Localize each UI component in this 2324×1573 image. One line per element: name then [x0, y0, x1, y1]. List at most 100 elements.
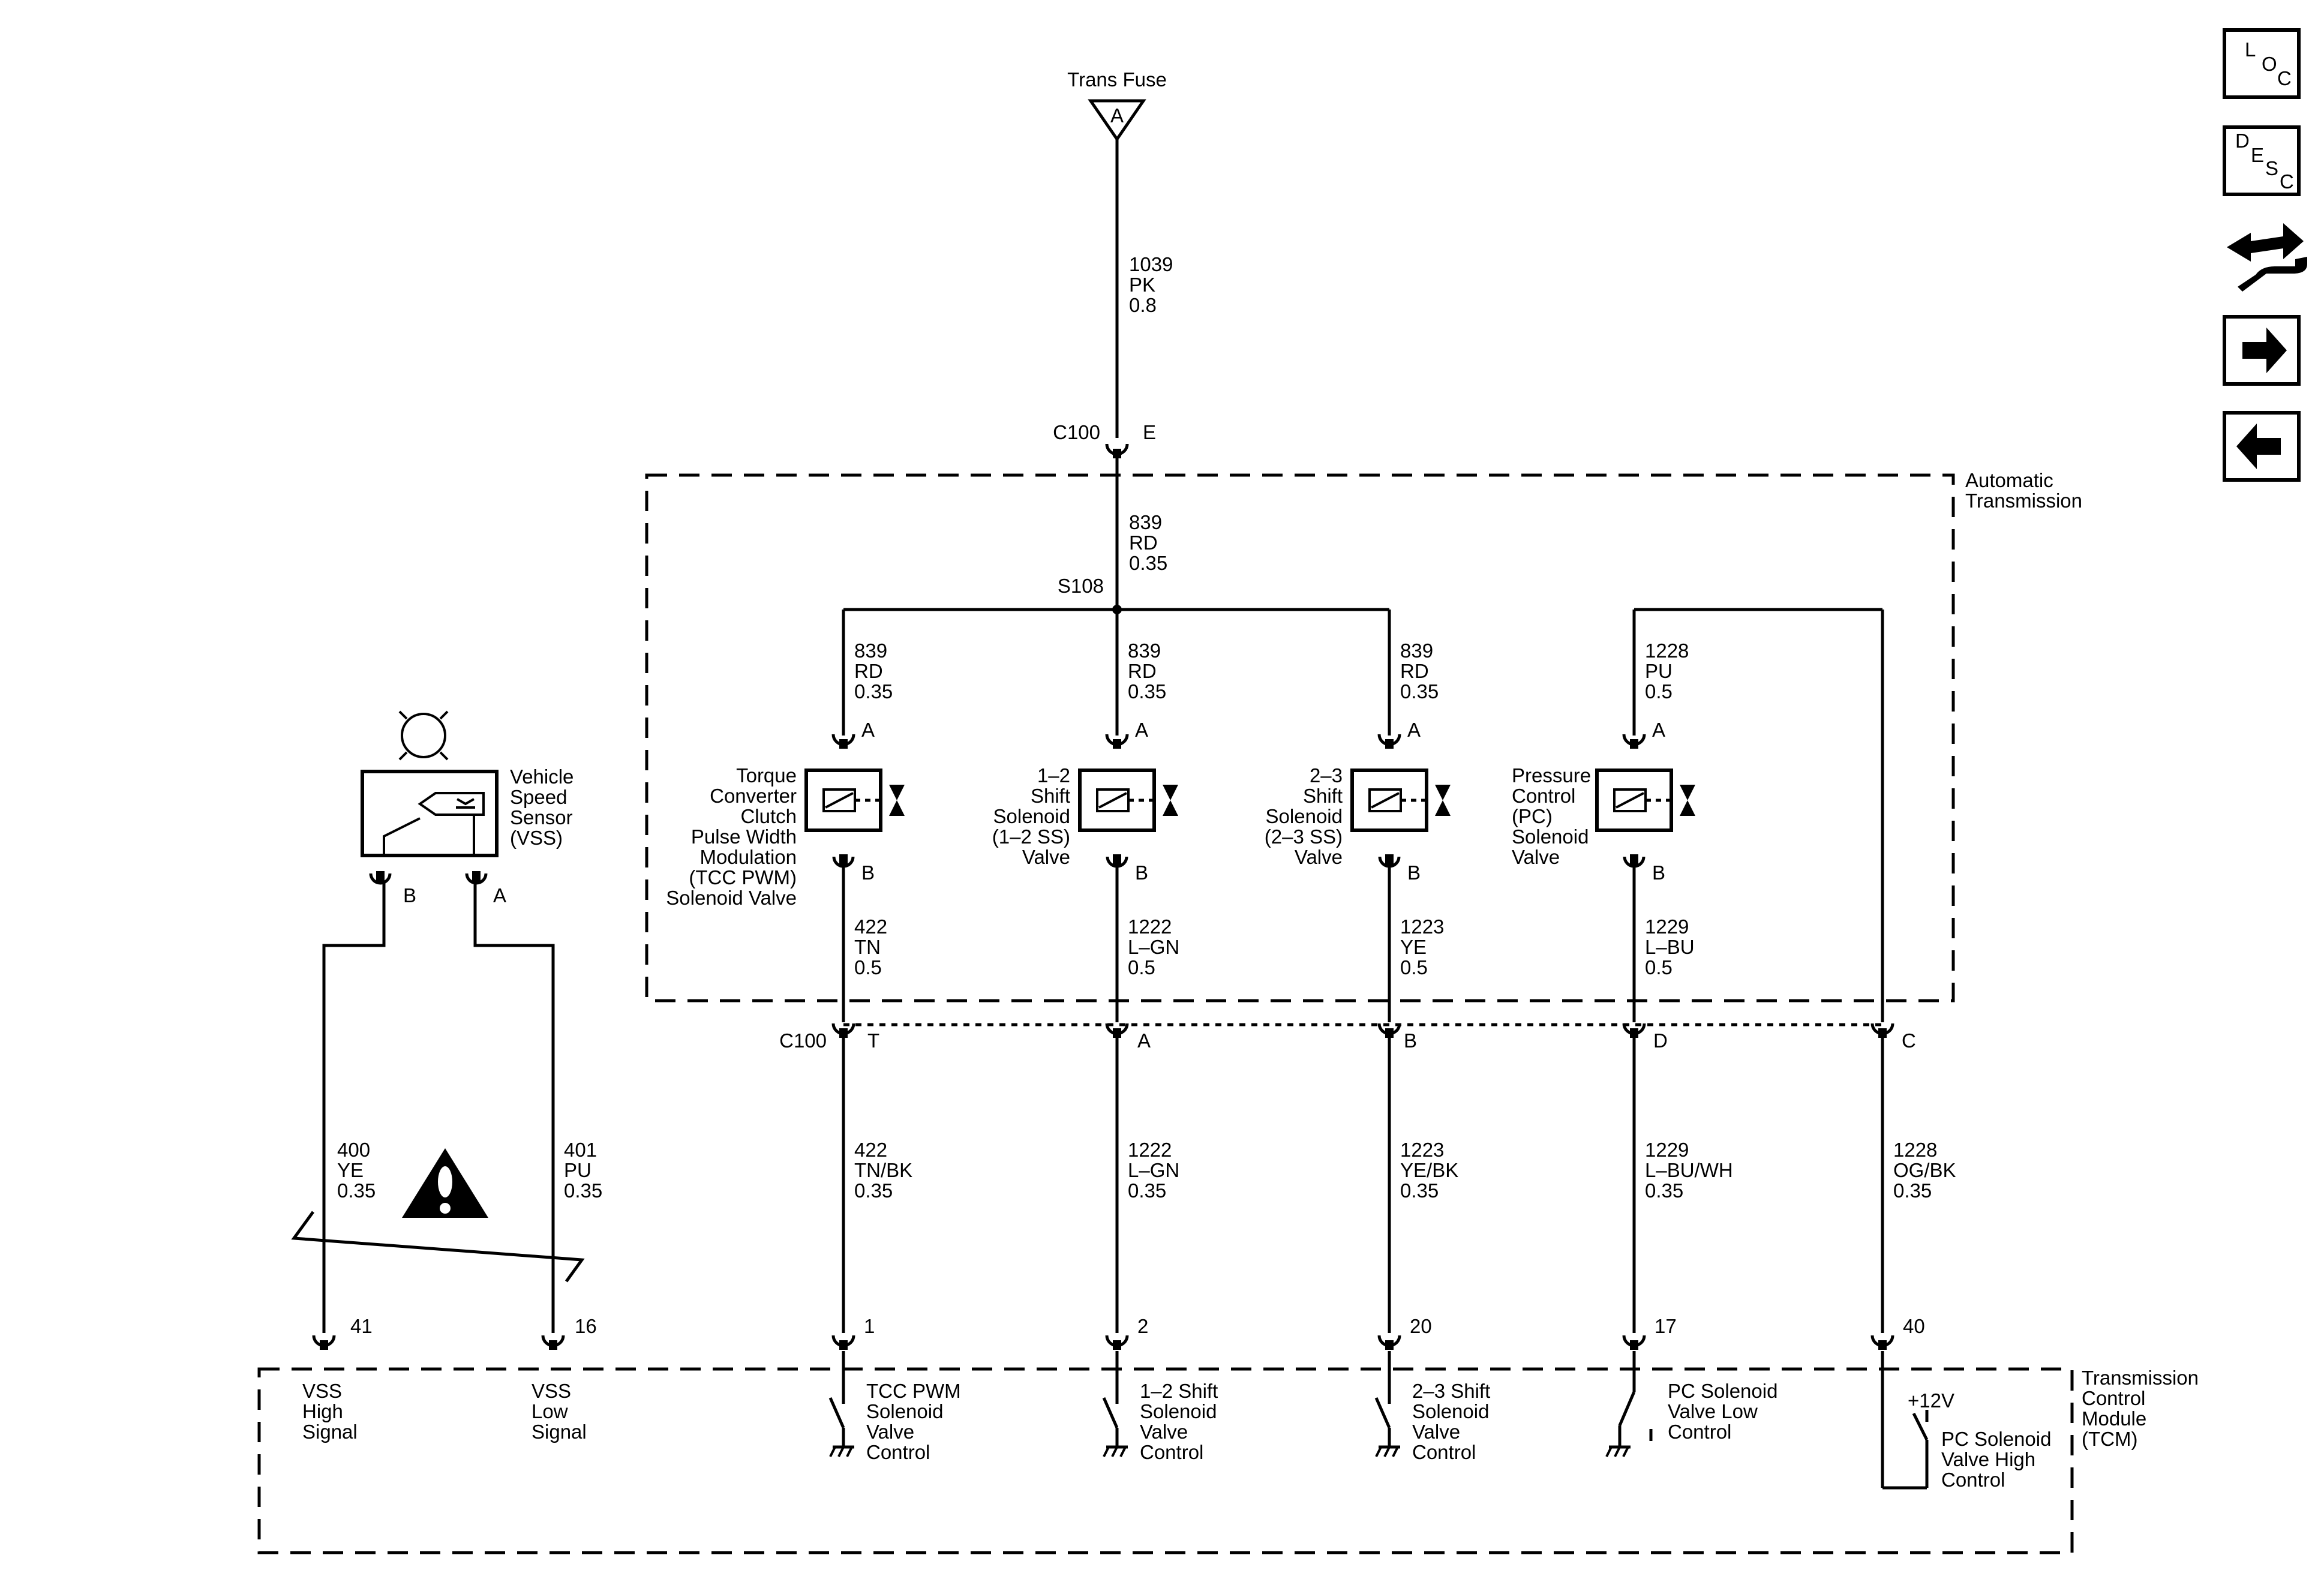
tcc-driver-switch	[828, 1351, 854, 1457]
svg-text:1229: 1229	[1645, 915, 1689, 938]
svg-text:Solenoid: Solenoid	[866, 1400, 943, 1422]
svg-text:Valve: Valve	[1512, 846, 1560, 868]
tcc-pin-a: A	[861, 719, 875, 741]
svg-text:TN/BK: TN/BK	[854, 1159, 912, 1181]
svg-text:Control: Control	[1668, 1421, 1731, 1443]
tcc-pwm-solenoid	[806, 770, 905, 830]
pc-high-driver-switch	[1881, 1351, 1929, 1490]
svg-text:1228: 1228	[1645, 640, 1689, 662]
wire-label-ss12-in: 839 RD 0.35	[1128, 640, 1166, 703]
ss23-pin-b: B	[1407, 861, 1421, 884]
loc-icon[interactable]: L O C	[2223, 28, 2301, 99]
svg-text:(PC): (PC)	[1512, 805, 1553, 827]
ss23-driver-switch	[1374, 1351, 1400, 1457]
svg-text:YE: YE	[337, 1159, 364, 1181]
pc-pin-a: A	[1652, 719, 1665, 741]
svg-text:0.35: 0.35	[337, 1179, 376, 1202]
tcm-pins: 41 16 1 2 20 17 40	[314, 1315, 1925, 1350]
svg-text:C: C	[1902, 1029, 1916, 1052]
svg-text:RD: RD	[854, 660, 883, 682]
svg-text:L–BU/WH: L–BU/WH	[1645, 1159, 1733, 1181]
svg-text:RD: RD	[1400, 660, 1429, 682]
svg-text:0.35: 0.35	[1400, 1179, 1439, 1202]
svg-text:Signal: Signal	[532, 1421, 587, 1443]
svg-text:E: E	[1143, 421, 1156, 443]
wire-label-ss12-ext: 1222 L–GN 0.35	[1128, 1139, 1179, 1202]
svg-text:C100: C100	[1053, 421, 1100, 443]
twisted-pair-line	[291, 1211, 585, 1283]
svg-text:TCC PWM: TCC PWM	[866, 1380, 961, 1402]
wire-label-tcc-ext: 422 TN/BK 0.35	[854, 1139, 912, 1202]
svg-text:401: 401	[564, 1139, 597, 1161]
ss12-pin-b: B	[1135, 861, 1148, 884]
pc-low-driver-switch	[1605, 1351, 1653, 1457]
wire-label-tcc-out: 422 TN 0.5	[854, 915, 887, 978]
svg-text:0.5: 0.5	[854, 956, 882, 978]
svg-text:0.5: 0.5	[1128, 956, 1155, 978]
svg-text:Valve: Valve	[1140, 1421, 1188, 1443]
svg-text:0.5: 0.5	[1645, 956, 1673, 978]
svg-text:Module: Module	[2082, 1407, 2146, 1430]
shift-solenoid-2-3-label: 2–3 Shift Solenoid (2–3 SS) Valve	[1265, 764, 1343, 868]
svg-text:PC Solenoid: PC Solenoid	[1941, 1428, 2051, 1450]
previous-arrow-icon[interactable]	[2223, 411, 2301, 482]
svg-text:PC Solenoid: PC Solenoid	[1668, 1380, 1777, 1402]
shift-solenoid-1-2-label: 1–2 Shift Solenoid (1–2 SS) Valve	[992, 764, 1070, 868]
svg-text:2–3 Shift: 2–3 Shift	[1412, 1380, 1490, 1402]
splice-s108: S108	[1058, 575, 1122, 614]
svg-text:L–GN: L–GN	[1128, 1159, 1179, 1181]
svg-text:Clutch: Clutch	[740, 805, 797, 827]
wire-label-feed: 1039 PK 0.8	[1129, 253, 1173, 316]
pc-pin-b: B	[1652, 861, 1665, 884]
svg-text:Torque: Torque	[736, 764, 797, 786]
trans-fuse: Trans Fuse A	[1067, 68, 1167, 142]
ss12-pin-a: A	[1135, 719, 1148, 741]
vss-sensor	[361, 710, 499, 857]
wire-label-vss-lo: 401 PU 0.35	[564, 1139, 602, 1202]
svg-text:Control: Control	[2082, 1387, 2145, 1409]
svg-text:Solenoid Valve: Solenoid Valve	[666, 887, 797, 909]
svg-text:L–BU: L–BU	[1645, 936, 1695, 958]
svg-text:Solenoid: Solenoid	[1140, 1400, 1217, 1422]
svg-text:(1–2 SS): (1–2 SS)	[992, 825, 1070, 848]
svg-text:839: 839	[1129, 511, 1162, 533]
svg-text:Shift: Shift	[1031, 785, 1070, 807]
svg-text:1222: 1222	[1128, 1139, 1172, 1161]
tcm-label-12v: +12V	[1908, 1389, 1954, 1412]
wire-label-pc-in: 1228 PU 0.5	[1645, 640, 1689, 703]
svg-text:Solenoid: Solenoid	[993, 805, 1070, 827]
tcm-label-vss-high: VSS High Signal	[302, 1380, 358, 1443]
wire-label-ss12-out: 1222 L–GN 0.5	[1128, 915, 1179, 978]
svg-text:1–2 Shift: 1–2 Shift	[1140, 1380, 1218, 1402]
svg-text:OG/BK: OG/BK	[1893, 1159, 1956, 1181]
tcm-label-tcc: TCC PWM Solenoid Valve Control	[866, 1380, 961, 1463]
vss-label: Vehicle Speed Sensor (VSS)	[510, 766, 574, 849]
svg-text:B: B	[1404, 1029, 1417, 1052]
wire-label-pc-ext: 1229 L–BU/WH 0.35	[1645, 1139, 1733, 1202]
svg-text:1223: 1223	[1400, 915, 1444, 938]
automatic-transmission-label: Automatic Transmission	[1965, 469, 2082, 512]
desc-icon[interactable]: D E S C	[2223, 125, 2301, 196]
svg-text:1228: 1228	[1893, 1139, 1937, 1161]
schematic-icon[interactable]	[2227, 223, 2307, 292]
svg-text:Solenoid: Solenoid	[1266, 805, 1343, 827]
svg-text:Valve: Valve	[1022, 846, 1070, 868]
svg-text:0.8: 0.8	[1129, 294, 1157, 316]
shift-solenoid-2-3	[1352, 770, 1451, 830]
svg-text:Low: Low	[532, 1400, 568, 1422]
svg-text:VSS: VSS	[532, 1380, 571, 1402]
svg-text:Control: Control	[1140, 1441, 1203, 1463]
svg-text:(VSS): (VSS)	[510, 827, 563, 849]
svg-text:VSS: VSS	[302, 1380, 342, 1402]
svg-text:Transmission: Transmission	[2082, 1367, 2199, 1389]
automatic-transmission-outline	[645, 473, 1955, 1002]
svg-text:422: 422	[854, 915, 887, 938]
svg-text:D: D	[1653, 1029, 1668, 1052]
svg-text:40: 40	[1903, 1315, 1925, 1337]
tcm-label-vss-low: VSS Low Signal	[532, 1380, 587, 1443]
svg-text:Shift: Shift	[1303, 785, 1343, 807]
next-arrow-icon[interactable]	[2223, 315, 2301, 386]
ss23-pin-a: A	[1407, 719, 1421, 741]
tcm-label-ss12: 1–2 Shift Solenoid Valve Control	[1140, 1380, 1218, 1463]
svg-text:C100: C100	[779, 1029, 827, 1052]
